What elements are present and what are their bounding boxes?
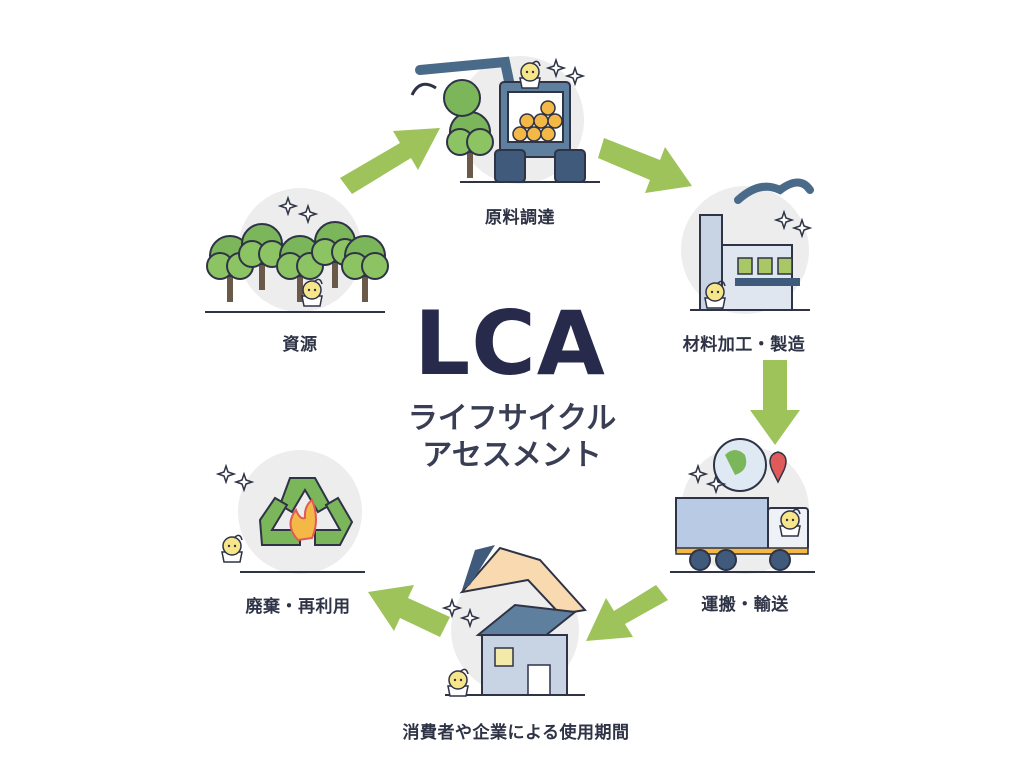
recycle-icon <box>217 465 365 573</box>
arrow-manufacturing-to-transport <box>750 360 800 445</box>
truck-icon <box>670 438 815 573</box>
center-subtitle-line2: アセスメント <box>422 438 602 473</box>
label-transport: 運搬・輸送 <box>701 595 789 615</box>
label-use-period: 消費者や企業による使用期間 <box>402 723 630 743</box>
harvester-icon <box>410 56 600 183</box>
center-subtitle-line1: ライフサイクル <box>407 401 617 436</box>
label-manufacturing: 材料加工・製造 <box>682 335 806 355</box>
cycle-arrows <box>340 128 800 641</box>
arrow-resources-to-procurement <box>340 128 440 194</box>
arrow-procurement-to-manufacturing <box>598 138 692 193</box>
factory-icon <box>690 178 814 311</box>
arrow-transport-to-use <box>586 585 668 641</box>
label-disposal: 廃棄・再利用 <box>245 597 351 617</box>
house-hand-icon <box>443 545 587 697</box>
label-procurement: 原料調達 <box>485 208 555 228</box>
forest-icon <box>205 197 389 313</box>
arrow-use-to-disposal <box>368 585 450 637</box>
label-resources: 資源 <box>282 335 318 355</box>
center-title: LCA <box>414 292 606 395</box>
